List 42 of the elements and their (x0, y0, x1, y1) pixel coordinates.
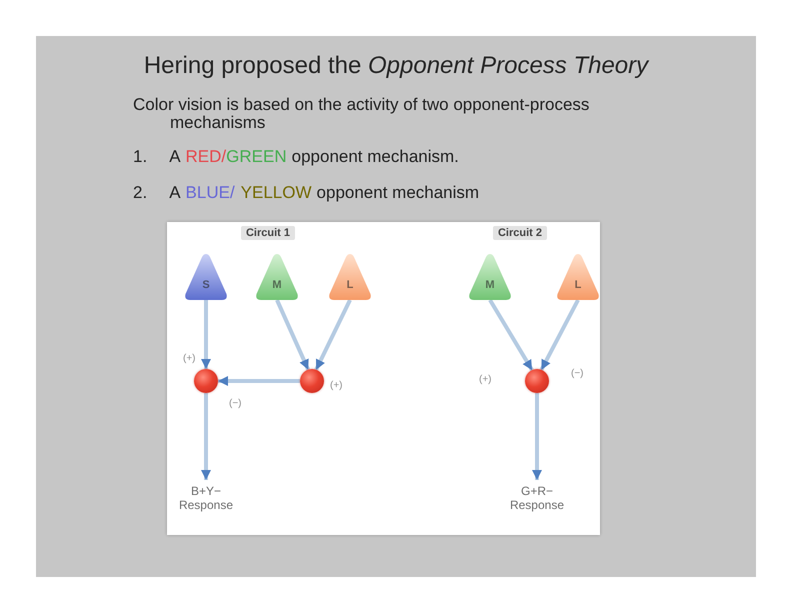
color-term: GREEN (226, 147, 287, 167)
neuron-circle (525, 369, 549, 393)
edge-label: (+) (479, 374, 492, 386)
response-label: G+R− Response (507, 480, 567, 516)
connector-arrow (540, 299, 580, 371)
color-term: BLUE/ (186, 183, 235, 203)
cone-label: L (574, 279, 582, 291)
body-text: Color vision is based on the activity of two opponent-process mechanisms (133, 96, 590, 132)
response-label: B+Y− Response (176, 480, 236, 516)
connector-arrow (218, 376, 300, 386)
cone-label: S (202, 279, 210, 291)
neuron-circle (194, 369, 218, 393)
cone-triangle (185, 254, 227, 300)
cone-label: L (346, 279, 354, 291)
cone-label: M (272, 279, 282, 291)
slide-title: Hering proposed the Opponent Process Theory (144, 52, 648, 80)
connector-arrow (314, 299, 352, 371)
list-number: 2. (133, 183, 148, 203)
cone-label: M (485, 279, 495, 291)
connector-arrow (275, 299, 310, 370)
connector-arrow (201, 393, 211, 480)
connector-arrow (201, 300, 211, 369)
cone-triangle (469, 254, 511, 300)
color-term: RED/ (186, 147, 226, 167)
edge-label: (−) (229, 398, 242, 410)
list-text: opponent mechanism (316, 183, 480, 203)
sign-label: (+) (330, 380, 342, 392)
circuit-label: Circuit 1 (241, 226, 295, 240)
list-text: A (169, 183, 181, 203)
connector-arrow (488, 298, 534, 372)
list-number: 1. (133, 147, 148, 167)
list-text: opponent mechanism. (292, 147, 459, 167)
cone-triangle (557, 254, 599, 300)
color-term: YELLOW (240, 183, 312, 203)
cone-triangle (329, 254, 371, 300)
circuit-label: Circuit 2 (493, 226, 547, 240)
cone-triangle (256, 254, 298, 300)
list-text: A (169, 147, 181, 167)
edge-label: (−) (571, 368, 584, 380)
neuron-circle (300, 369, 324, 393)
connector-arrow (532, 393, 542, 480)
edge-label: (+) (183, 353, 196, 365)
